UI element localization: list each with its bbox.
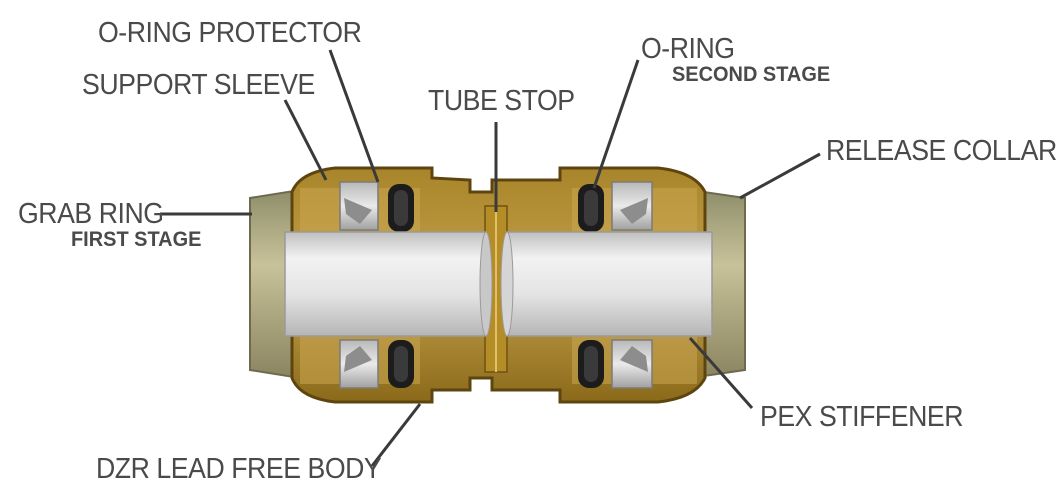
label-support-sleeve: SUPPORT SLEEVE (82, 69, 315, 101)
leader-support-sleeve (283, 99, 328, 181)
label-release-collar: RELEASE COLLAR (826, 135, 1056, 167)
label-oring: O-RING (641, 33, 735, 65)
right-pipe (500, 231, 713, 337)
label-oring-stage: SECOND STAGE (672, 63, 831, 86)
label-grab-ring: GRAB RING (18, 198, 164, 230)
o-rings (388, 184, 604, 388)
right-grab-ring-assembly (611, 181, 653, 389)
left-grab-ring-assembly (339, 181, 379, 389)
leader-oring-protector (328, 49, 380, 183)
leader-oring-second (592, 59, 640, 189)
label-pex-stiffener: PEX STIFFENER (760, 401, 964, 433)
leader-pex-stiffener (688, 337, 754, 409)
leader-dzr-body (370, 403, 422, 467)
label-grab-ring-stage: FIRST STAGE (71, 228, 202, 251)
label-dzr-body: DZR LEAD FREE BODY (96, 453, 382, 485)
label-tube-stop: TUBE STOP (428, 85, 575, 117)
left-pipe (284, 231, 493, 337)
label-oring-protector: O-RING PROTECTOR (98, 17, 362, 49)
leader-release-collar (739, 152, 821, 200)
leader-lines (160, 49, 821, 467)
